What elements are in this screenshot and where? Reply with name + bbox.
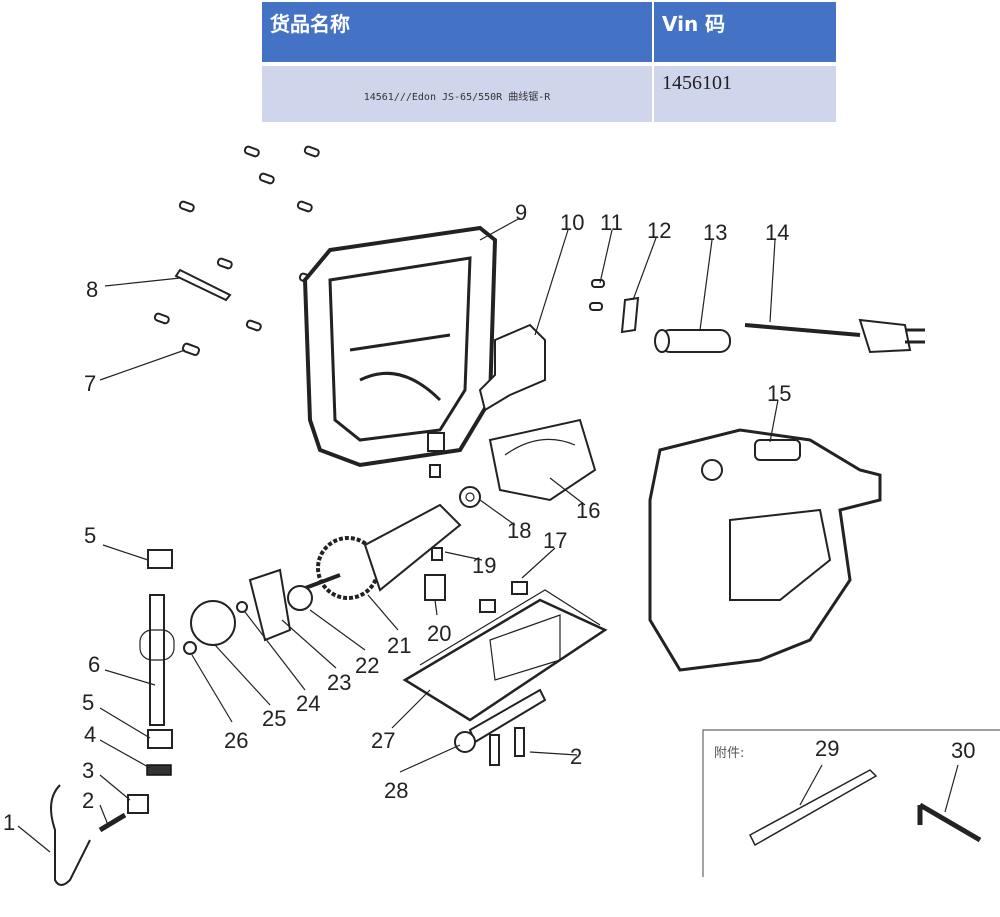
callout-22: 22 <box>355 653 379 678</box>
callout-5-lower: 5 <box>82 690 94 715</box>
callout-18: 18 <box>507 518 531 543</box>
callout-10: 10 <box>560 210 584 235</box>
callout-21: 21 <box>387 633 411 658</box>
accessories-box <box>702 729 1000 877</box>
cable-clamp <box>620 296 640 334</box>
callout-7: 7 <box>84 371 96 396</box>
callout-5: 5 <box>84 523 96 548</box>
bearing <box>287 585 313 611</box>
callout-23: 23 <box>327 670 351 695</box>
armature <box>299 503 462 600</box>
callout-12: 12 <box>647 218 671 243</box>
carbon-brush <box>431 547 443 561</box>
guide-block <box>147 729 173 749</box>
screws <box>153 145 605 356</box>
callout-4: 4 <box>84 722 96 747</box>
brush-holder <box>424 574 446 601</box>
callout-24: 24 <box>296 691 320 716</box>
carbon-brush <box>429 464 441 478</box>
callout-15: 15 <box>767 381 791 406</box>
plunger-rod <box>139 594 175 726</box>
washer <box>236 601 248 613</box>
product-table: 货品名称 Vin 码 14561///Edon JS-65/550R 曲线锯-R… <box>262 2 838 122</box>
callout-28: 28 <box>384 778 408 803</box>
leader-lines <box>17 217 959 853</box>
callout-8: 8 <box>86 277 98 302</box>
screw <box>514 727 525 757</box>
product-name-cell: 14561///Edon JS-65/550R 曲线锯-R <box>262 64 654 122</box>
callout-16: 16 <box>576 498 600 523</box>
vin-cell: 1456101 <box>653 64 838 122</box>
switch <box>478 323 546 412</box>
callouts: 1 2 2 3 4 5 5 6 7 8 9 10 11 12 13 14 15 … <box>3 200 975 835</box>
bearing-plate <box>248 568 292 642</box>
housing-half <box>302 225 498 468</box>
callout-27: 27 <box>371 728 395 753</box>
base-plate <box>402 581 608 722</box>
needle-bearing <box>183 641 197 655</box>
callout-19: 19 <box>472 553 496 578</box>
callout-3: 3 <box>82 758 94 783</box>
bevel-lever <box>454 688 547 753</box>
blade-holder-wire <box>50 784 91 886</box>
callout-9: 9 <box>515 200 527 225</box>
housing-cover <box>648 428 882 672</box>
callout-11: 11 <box>600 210 623 235</box>
blade-clamp <box>127 794 149 814</box>
callout-6: 6 <box>88 652 100 677</box>
field-coil <box>488 418 597 502</box>
callout-2: 2 <box>82 788 94 813</box>
guide-block <box>147 549 173 569</box>
gear <box>190 600 236 646</box>
jigsaw-blade <box>749 769 878 847</box>
accessories-label: 附件: <box>714 746 744 761</box>
hex-key <box>917 802 982 843</box>
brush-holder <box>427 432 445 452</box>
header-product-name: 货品名称 <box>262 2 654 66</box>
callout-13: 13 <box>703 220 727 245</box>
callout-2-base: 2 <box>570 744 582 769</box>
bearing <box>459 486 481 508</box>
callout-1: 1 <box>3 810 15 835</box>
callout-20: 20 <box>427 621 451 646</box>
header-vin: Vin 码 <box>653 2 838 66</box>
power-cord <box>744 318 925 354</box>
callout-17: 17 <box>543 528 567 553</box>
felt-pad <box>146 764 172 776</box>
spring <box>98 812 127 833</box>
screw <box>489 734 500 766</box>
callout-30: 30 <box>951 738 975 763</box>
callout-29: 29 <box>815 736 839 761</box>
cord-guard <box>654 329 731 353</box>
callout-26: 26 <box>224 728 248 753</box>
callout-25: 25 <box>262 706 286 731</box>
callout-14: 14 <box>765 220 789 245</box>
